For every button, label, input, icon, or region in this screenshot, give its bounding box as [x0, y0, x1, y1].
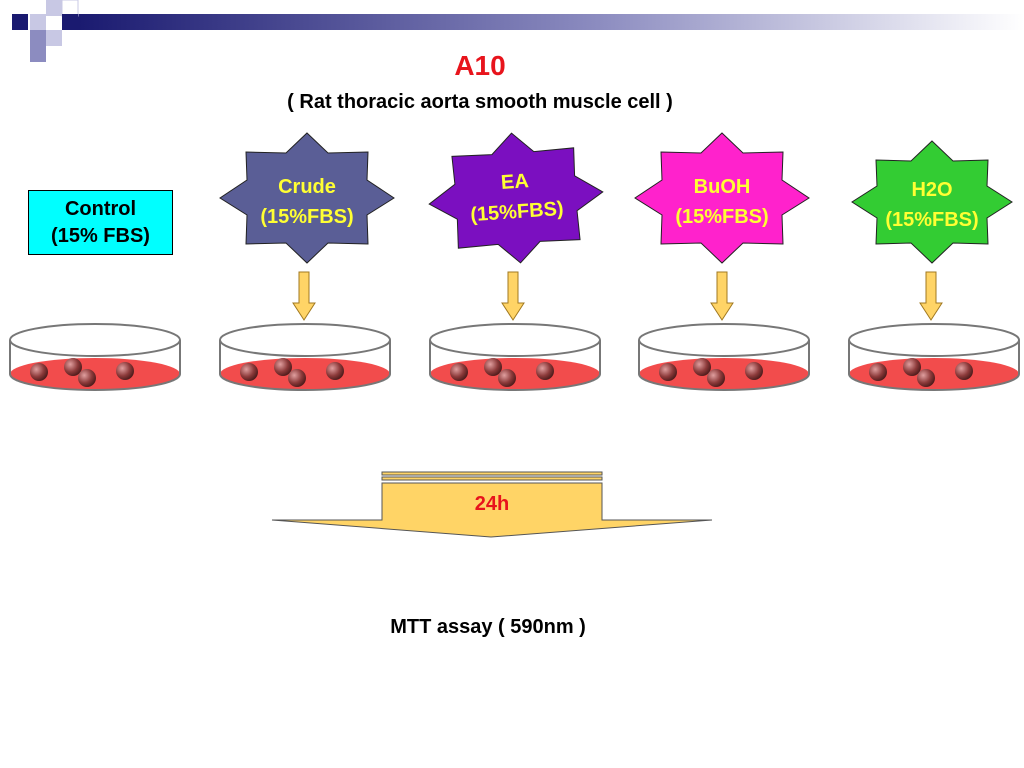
cell	[64, 358, 82, 376]
cell	[240, 363, 258, 381]
star-label-line2: (15%FBS)	[260, 206, 353, 228]
cell	[116, 362, 134, 380]
treatment-star-ea: EA (15%FBS)	[428, 132, 604, 264]
slide-title: A10	[454, 50, 506, 81]
down-arrows	[292, 271, 943, 321]
cell	[869, 363, 887, 381]
incubation-label: 24h	[474, 493, 510, 515]
star-shape	[851, 140, 1013, 264]
control-label-line2: (15% FBS)	[51, 224, 150, 247]
cell	[536, 362, 554, 380]
cell	[693, 358, 711, 376]
cell	[326, 362, 344, 380]
treatment-star-crude: Crude (15%FBS)	[219, 132, 395, 264]
star-label-line2: (15%FBS)	[885, 209, 978, 231]
treatment-star-h2o: H2O (15%FBS)	[851, 140, 1013, 264]
cell	[955, 362, 973, 380]
star-shape	[634, 132, 810, 264]
cell	[903, 358, 921, 376]
header-band	[12, 0, 1024, 62]
corner-logo	[12, 0, 79, 62]
control-label-line1: Control	[64, 197, 137, 220]
cell	[498, 369, 516, 387]
slide-subtitle: ( Rat thoracic aorta smooth muscle cell …	[287, 91, 673, 113]
cell	[707, 369, 725, 387]
assay-label: MTT assay ( 590nm )	[390, 616, 586, 638]
star-label-line1: H2O	[911, 179, 952, 201]
cell	[659, 363, 677, 381]
treatment-star-buoh: BuOH (15%FBS)	[634, 132, 810, 264]
down-arrow-buoh	[710, 271, 734, 321]
star-label-line1: BuOH	[694, 176, 751, 198]
cell	[917, 369, 935, 387]
header-gradient-bar	[78, 14, 1024, 30]
star-label-line1: EA	[500, 170, 529, 194]
star-label-line2: (15%FBS)	[675, 206, 768, 228]
petri-dish-h2o	[848, 323, 1020, 391]
star-label-line1: Crude	[278, 176, 336, 198]
down-arrow-h2o	[919, 271, 943, 321]
petri-dish-control	[9, 323, 181, 391]
star-shape	[219, 132, 395, 264]
star-shape	[428, 132, 604, 264]
down-arrow-crude	[292, 271, 316, 321]
cell	[30, 363, 48, 381]
cell	[450, 363, 468, 381]
petri-dish-ea	[429, 323, 601, 391]
control-box: Control (15% FBS)	[28, 190, 173, 255]
cell	[78, 369, 96, 387]
cell	[484, 358, 502, 376]
incubation-arrow	[271, 471, 713, 538]
petri-dish-crude	[219, 323, 391, 391]
cell	[288, 369, 306, 387]
cell	[274, 358, 292, 376]
cell	[745, 362, 763, 380]
petri-dish-buoh	[638, 323, 810, 391]
down-arrow-ea	[501, 271, 525, 321]
